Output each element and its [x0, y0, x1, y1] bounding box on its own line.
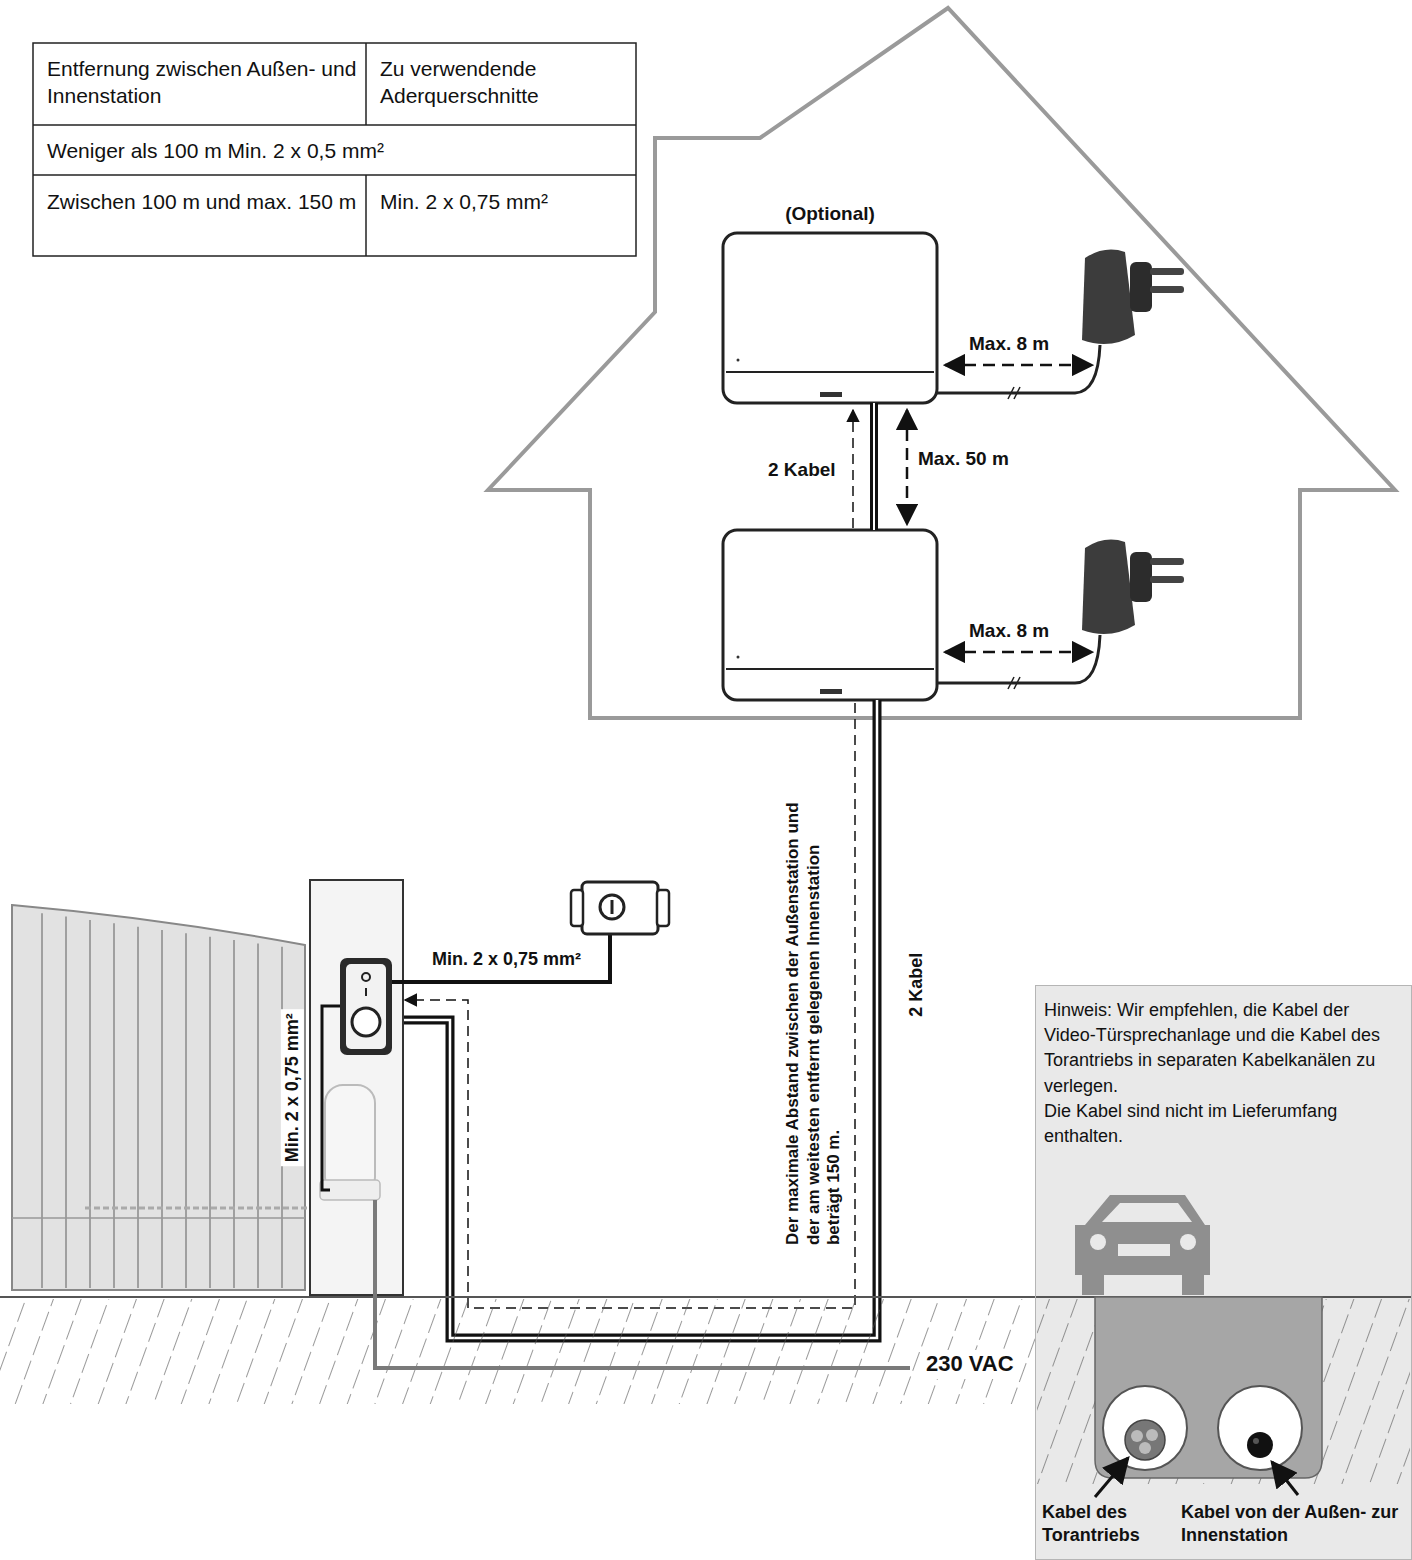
gate-slat	[137, 927, 139, 1288]
dimension-label: Max. 8 m	[969, 619, 1049, 644]
note-panel: Hinweis: Wir empfehlen, die Kabel der Vi…	[1035, 985, 1412, 1560]
cable-trench	[1095, 1297, 1322, 1478]
gate-pillar	[310, 880, 403, 1295]
note-text: Hinweis: Wir empfehlen, die Kabel der Vi…	[1044, 998, 1399, 1099]
conduit-caption: Kabel des Torantriebs	[1042, 1501, 1174, 1546]
leader-line	[1095, 1458, 1128, 1497]
wire	[322, 1006, 340, 1190]
table-grid	[33, 43, 636, 256]
dimension-label: Max. 50 m	[918, 447, 1009, 472]
indoor-monitor	[723, 530, 937, 700]
car	[1075, 1195, 1210, 1295]
house-outline	[488, 8, 1395, 718]
dimension-arrow	[907, 365, 1092, 652]
gate-slat	[233, 940, 235, 1288]
conduit	[1218, 1386, 1302, 1470]
power-adapter	[937, 250, 1184, 399]
gate-slat	[257, 943, 259, 1288]
leader-line	[1272, 1462, 1298, 1495]
table-cell: Zwischen 100 m und max. 150 m	[47, 188, 357, 215]
gate-slat	[41, 913, 43, 1288]
electric-lock	[571, 882, 669, 934]
gate-slat	[113, 923, 115, 1288]
cross-section-label: Min. 2 x 0,75 mm²	[432, 948, 581, 971]
conduit-caption: Kabel von der Außen- zur Innenstation	[1181, 1501, 1409, 1546]
indoor-monitor-optional: (Optional)	[723, 233, 937, 403]
table-cell: Min. 2 x 0,75 mm²	[380, 188, 630, 215]
gate-slat	[65, 917, 67, 1288]
note-text-block: Hinweis: Wir empfehlen, die Kabel der Vi…	[1044, 998, 1399, 1149]
voltage-label: 230 VAC	[922, 1350, 1018, 1379]
wire	[392, 935, 610, 982]
gate	[12, 905, 330, 1290]
ground-hatching	[0, 1299, 1035, 1404]
note-text: Die Kabel sind nicht im Lieferumfang ent…	[1044, 1099, 1399, 1149]
table-cell: Weniger als 100 m Min. 2 x 0,5 mm²	[47, 137, 627, 164]
indoor-monitor	[723, 233, 937, 403]
gate-slat	[185, 933, 187, 1288]
gate-slat	[209, 937, 211, 1288]
distance-note: Der maximale Abstand zwischen der Außens…	[783, 795, 845, 1245]
two-wire-cable	[392, 403, 877, 1338]
cable-route-dashed	[405, 410, 855, 1308]
gate-motor	[320, 1085, 380, 1200]
gate-slat	[89, 920, 91, 1288]
cross-section-label: Min. 2 x 0,75 mm²	[281, 1009, 304, 1166]
cable-label: 2 Kabel	[905, 953, 928, 1017]
note-panel-ground	[1035, 985, 1412, 1560]
ground-line	[0, 1296, 1035, 1298]
power-adapter	[937, 540, 1184, 689]
node-heading: (Optional)	[785, 202, 875, 227]
table-header: Entfernung zwischen Außen- und Innenstat…	[47, 55, 357, 110]
table-header: Zu verwendende Aderquerschnitte	[380, 55, 630, 110]
dimension-label: Max. 8 m	[969, 332, 1049, 357]
cable-label: 2 Kabel	[768, 458, 836, 483]
gate-slat	[161, 930, 163, 1288]
door-station	[340, 958, 392, 1055]
conduit	[1103, 1386, 1187, 1470]
